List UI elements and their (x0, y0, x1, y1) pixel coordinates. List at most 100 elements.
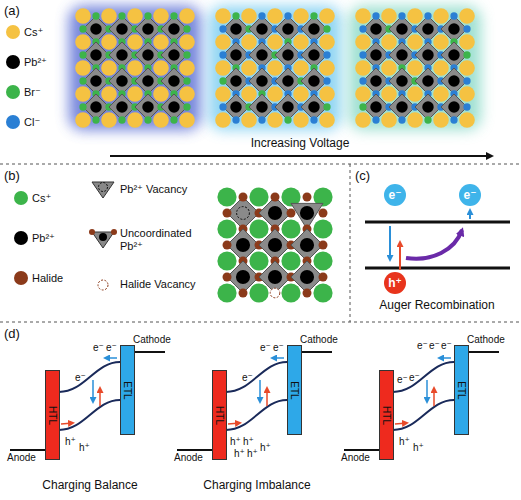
cs-ion (459, 86, 475, 102)
halide-ion (319, 209, 328, 218)
cs-ion (179, 60, 195, 76)
cathode-line (468, 351, 499, 353)
halide-ion (258, 116, 265, 123)
octahedron (249, 16, 275, 42)
pb-ion (282, 75, 293, 86)
caption-text: Auger Recombination (379, 298, 494, 312)
pb-ion (116, 49, 127, 60)
layer-text: HTL (214, 406, 225, 425)
cs-ion (241, 8, 257, 24)
cs-ion (313, 283, 332, 302)
pb-ion (236, 270, 250, 284)
halide-ion (359, 25, 366, 32)
octahedron (363, 16, 389, 42)
halide-ion (323, 103, 330, 110)
halide-ion (183, 77, 190, 84)
halide-ion (450, 116, 457, 123)
octahedron (389, 16, 415, 42)
carrier-text: h⁺ (388, 276, 402, 290)
carrier-label: e⁻ (429, 340, 440, 352)
halide-dot (89, 229, 95, 235)
halide-vacancy-symbol (98, 280, 108, 290)
cs-ion (215, 112, 231, 128)
pb-ion (370, 75, 381, 86)
glow (69, 6, 201, 130)
cs-ion (153, 8, 169, 24)
cs-ion (75, 86, 91, 102)
cs-ion (215, 86, 231, 102)
pb-ion (370, 101, 381, 112)
cs-ion (319, 86, 335, 102)
octahedron (223, 94, 249, 120)
cs-ion (101, 86, 117, 102)
band-diagrams (10, 352, 499, 450)
cs-ion (267, 34, 283, 50)
uncoordinated-symbol (92, 232, 114, 248)
carrier-label: e⁻ (273, 342, 284, 354)
octahedron (291, 229, 323, 261)
pb-ion (168, 101, 179, 112)
halide-ion (118, 116, 125, 123)
cs-ion (241, 112, 257, 128)
caption-text: Anode (7, 452, 36, 464)
recombination-arrow (389, 226, 391, 260)
halide-ion (79, 51, 86, 58)
octahedron (389, 94, 415, 120)
cs-ion (241, 60, 257, 76)
cs-ion (249, 251, 268, 270)
layer-text: ETL (289, 381, 300, 399)
pb-ion (90, 75, 101, 86)
cs-ion (433, 34, 449, 50)
carrier-label: h⁺ (413, 442, 424, 454)
cs-ion (293, 34, 309, 50)
cs-ion (127, 60, 143, 76)
halide-ion (239, 289, 248, 298)
cs-ion (101, 60, 117, 76)
pb-ion (90, 49, 101, 60)
cs-ion (381, 112, 397, 128)
halide-ion (223, 209, 232, 218)
halide-ion (118, 12, 125, 19)
pb-ion (308, 23, 319, 34)
pb-ion (230, 23, 241, 34)
pb-ion (422, 75, 433, 86)
octahedron (415, 94, 441, 120)
pb-ion (300, 270, 314, 284)
cs-ion (75, 8, 91, 24)
carrier-label: e⁻ (409, 372, 420, 384)
cs-ion (101, 34, 117, 50)
halide-ion (170, 12, 177, 19)
legend-swatch (6, 55, 20, 69)
octahedron (109, 42, 135, 68)
octahedron (301, 94, 327, 120)
cs-ion (381, 60, 397, 76)
octahedron (83, 68, 109, 94)
cs-ion (217, 219, 236, 238)
cs-ion (75, 34, 91, 50)
halide-ion (219, 51, 226, 58)
octahedron (109, 16, 135, 42)
cs-ion (267, 60, 283, 76)
octahedron (415, 42, 441, 68)
panel-letter: (b) (4, 168, 20, 184)
halide-ion (463, 77, 470, 84)
cs-ion (355, 86, 371, 102)
halide-dot (111, 229, 117, 235)
octahedron (83, 42, 109, 68)
halide-ion (323, 77, 330, 84)
cs-ion (355, 34, 371, 50)
recombination-arrow (259, 380, 261, 402)
octahedron (291, 261, 323, 293)
hole-arrow (399, 242, 401, 270)
halide-ion (398, 116, 405, 123)
cs-ion (75, 60, 91, 76)
halide-ion (219, 77, 226, 84)
octahedron (301, 68, 327, 94)
halide-ion (92, 116, 99, 123)
htl-layer: HTL (45, 370, 60, 460)
cs-ion (293, 60, 309, 76)
homo-curve (226, 400, 287, 430)
halide-ion (79, 77, 86, 84)
cs-ion (267, 86, 283, 102)
cs-ion (127, 112, 143, 128)
